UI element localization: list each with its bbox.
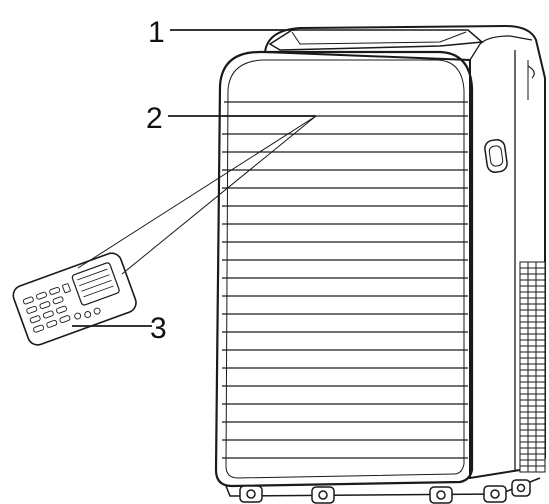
handle-recess-icon bbox=[484, 139, 508, 173]
callout-3-label: 3 bbox=[150, 312, 167, 345]
callout-2-label: 2 bbox=[146, 102, 163, 135]
side-grille-icon bbox=[519, 261, 546, 473]
remote-control bbox=[12, 252, 137, 346]
callout-1-label: 1 bbox=[148, 16, 165, 49]
remote-body bbox=[12, 252, 137, 346]
unit-front-panel bbox=[214, 50, 474, 488]
infrared-beam bbox=[77, 115, 317, 275]
top-air-outlet-panel bbox=[268, 29, 484, 51]
callout-leaders bbox=[72, 29, 316, 327]
caster-wheel-icon bbox=[239, 479, 531, 504]
front-louvers bbox=[222, 101, 468, 459]
remote-display bbox=[71, 262, 120, 306]
unit-side-panel bbox=[263, 24, 546, 480]
air-conditioner-unit bbox=[214, 24, 546, 504]
remote-buttons bbox=[22, 283, 101, 333]
